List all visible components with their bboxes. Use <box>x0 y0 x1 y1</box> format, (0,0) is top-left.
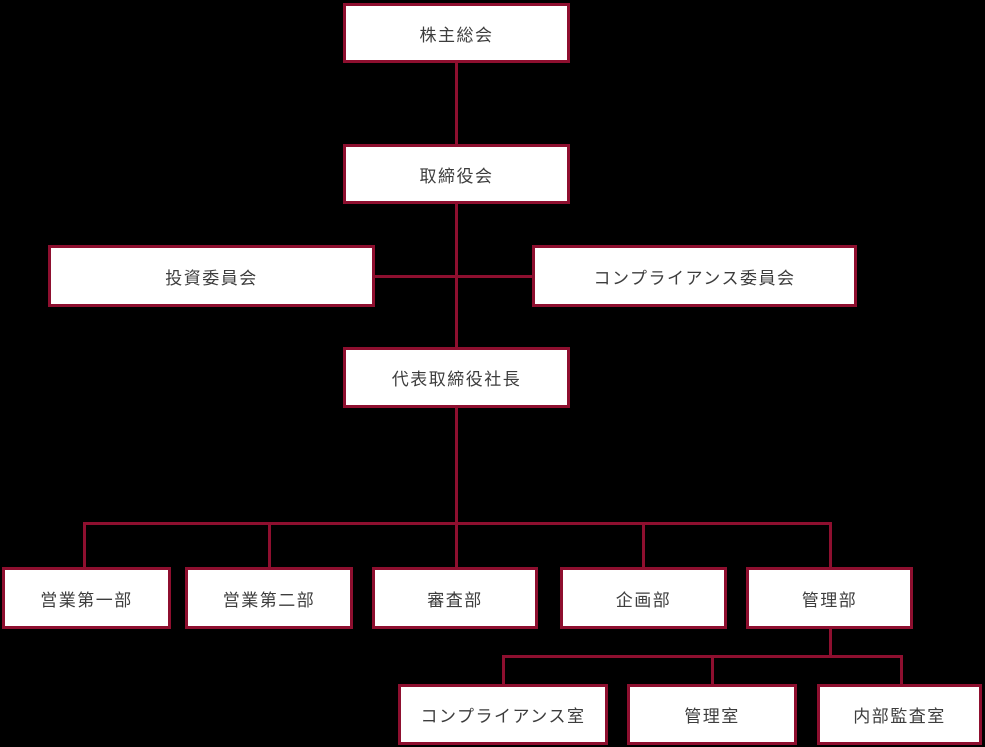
node-label-president: 代表取締役社長 <box>391 370 522 389</box>
connector-drop-sales-dept-2 <box>268 523 271 569</box>
node-internal-audit-office: 内部監査室 <box>817 684 982 745</box>
connector-office-branch <box>502 655 903 658</box>
node-investment-committee: 投資委員会 <box>48 245 375 307</box>
node-label-admin-dept: 管理部 <box>801 590 858 610</box>
node-label-admin-office: 管理室 <box>684 707 740 726</box>
connector-president-to-dept-branch <box>455 407 458 568</box>
node-label-internal-audit-office: 内部監査室 <box>853 707 946 726</box>
node-board-of-directors: 取締役会 <box>343 144 570 204</box>
node-admin-dept: 管理部 <box>746 567 913 629</box>
node-planning-dept: 企画部 <box>560 567 727 629</box>
node-label-shareholders-meeting: 株主総会 <box>419 25 494 45</box>
connector-committee-link <box>374 275 533 278</box>
connector-admin-dept-to-office-branch <box>829 628 832 657</box>
node-screening-dept: 審査部 <box>372 567 538 629</box>
connector-drop-planning-dept <box>642 523 645 569</box>
connector-drop-admin-office <box>711 656 714 686</box>
node-label-compliance-committee: コンプライアンス委員会 <box>593 268 796 288</box>
node-label-sales-dept-1: 営業第一部 <box>40 590 133 610</box>
node-shareholders-meeting: 株主総会 <box>343 3 570 63</box>
connector-drop-internal-audit-office <box>900 656 903 686</box>
node-admin-office: 管理室 <box>627 684 797 745</box>
connector-drop-sales-dept-1 <box>83 523 86 569</box>
node-label-compliance-office: コンプライアンス室 <box>420 707 586 726</box>
connector-shareholders-to-board <box>455 62 458 145</box>
connector-drop-compliance-office <box>502 656 505 686</box>
node-label-sales-dept-2: 営業第二部 <box>222 590 316 610</box>
node-label-planning-dept: 企画部 <box>615 590 672 610</box>
node-sales-dept-1: 営業第一部 <box>2 567 171 629</box>
connector-drop-admin-dept <box>829 523 832 569</box>
node-president: 代表取締役社長 <box>343 347 570 408</box>
node-sales-dept-2: 営業第二部 <box>185 567 353 629</box>
node-label-board-of-directors: 取締役会 <box>419 166 494 186</box>
node-compliance-committee: コンプライアンス委員会 <box>532 245 857 307</box>
node-label-investment-committee: 投資委員会 <box>165 268 258 288</box>
node-label-screening-dept: 審査部 <box>427 590 483 610</box>
connector-dept-branch <box>83 522 832 525</box>
node-compliance-office: コンプライアンス室 <box>398 684 608 745</box>
